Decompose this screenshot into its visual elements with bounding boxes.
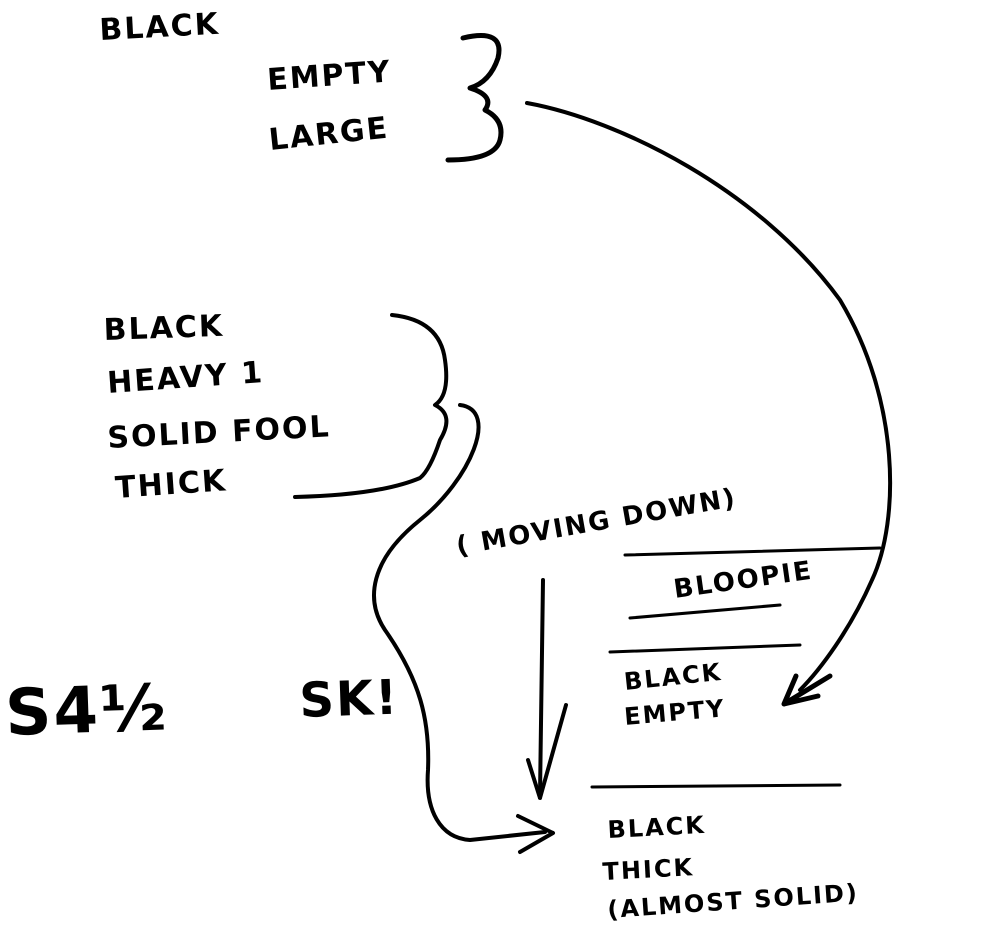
group2-line4: THICK	[114, 463, 228, 506]
top-brace	[445, 33, 504, 163]
group2-to-box2-arrow	[372, 403, 547, 842]
group2-brace	[293, 313, 449, 499]
top-label: BLACK	[99, 7, 221, 48]
top-to-box1-arrow	[525, 101, 893, 692]
box1-top-line	[608, 643, 802, 654]
bloopie-line-top	[623, 546, 882, 557]
down-arrow	[538, 578, 545, 797]
moving-down-note: ( MOVING DOWN)	[454, 483, 739, 562]
box2-line1: BLACK	[607, 811, 707, 844]
group2-line1: BLACK	[103, 309, 225, 348]
box2-line3: (ALMOST SOLID)	[606, 878, 859, 924]
group2-line3: SOLID FOOL	[107, 409, 332, 456]
box2-top-line	[590, 783, 842, 789]
box2-line2: THICK	[602, 853, 695, 886]
sk-note: SK!	[298, 670, 400, 729]
box1-line2: EMPTY	[623, 694, 727, 731]
top-arrowhead	[781, 673, 833, 707]
bloopie-label: BLOOPIE	[672, 556, 815, 605]
group2-arrowhead	[516, 814, 555, 854]
box1-line1: BLACK	[623, 658, 724, 696]
top-item-large: LARGE	[267, 111, 391, 158]
bloopie-line-middle	[628, 603, 782, 620]
left-note: S4½	[4, 671, 169, 751]
down-arrowhead	[526, 703, 568, 800]
top-item-empty: EMPTY	[266, 54, 393, 98]
group2-line2: HEAVY 1	[106, 355, 265, 401]
